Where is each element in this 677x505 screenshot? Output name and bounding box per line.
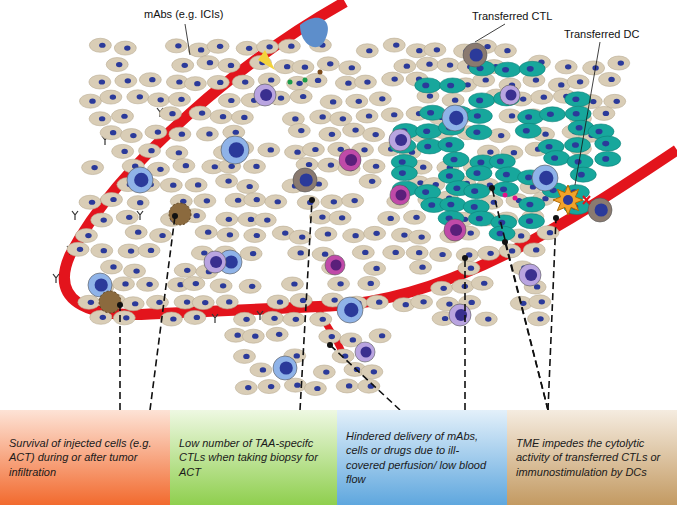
problem-box: Survival of injected cells (e.g. ACT) du…: [0, 410, 170, 505]
myeloid-cell: [449, 304, 471, 326]
treg-cell: [390, 185, 410, 205]
antibody: [212, 314, 218, 323]
dying-cell: [99, 291, 121, 313]
dendritic-nucleus: [563, 195, 573, 205]
treg-cell-nucleus: [345, 154, 357, 166]
dying-cell: [169, 203, 191, 225]
box-text: Low number of TAA-specifc CTLs when taki…: [170, 430, 337, 485]
myeloid-cell: [500, 85, 520, 105]
myeloid-cell-nucleus: [260, 89, 272, 101]
dashed-callout: [464, 258, 466, 410]
leader-line: [575, 42, 600, 185]
box-text: Survival of injected cells (e.g. ACT) du…: [0, 430, 170, 485]
box-text: Hindered delivery of mAbs, cells or drug…: [337, 423, 507, 492]
t-cell: [337, 297, 363, 323]
callout-dot: [489, 185, 495, 191]
t-cell: [221, 136, 249, 164]
dashed-callout: [330, 345, 400, 410]
ctl-cell-nucleus: [470, 48, 483, 61]
myeloid-cell-nucleus: [395, 134, 407, 146]
treg-cell: [325, 255, 345, 275]
monocyte: [300, 18, 328, 47]
tumor-cells: [67, 38, 630, 395]
dashed-callout: [300, 200, 312, 410]
treg-cell-nucleus: [396, 190, 407, 201]
callout-dot: [327, 342, 333, 348]
cytokine-dot: [303, 78, 308, 83]
treg-cell-nucleus: [331, 260, 342, 271]
myeloid-cell: [389, 129, 411, 151]
antibody: [72, 211, 78, 220]
callout-label: mAbs (e.g. ICIs): [142, 8, 225, 21]
callout-dot: [462, 255, 468, 261]
problem-box: Hindered delivery of mAbs, cells or drug…: [337, 410, 507, 505]
t-cell-nucleus: [95, 278, 108, 291]
cytokine-dot: [288, 80, 293, 85]
callout-label: Transferred CTL: [470, 10, 554, 23]
t-cell-nucleus: [280, 361, 293, 374]
callout-dot: [117, 302, 123, 308]
t-cell: [442, 105, 468, 131]
callout-dot: [502, 239, 508, 245]
ctl-cell: [293, 168, 317, 192]
blocked-mark: [583, 196, 590, 204]
treg-cell: [339, 149, 361, 171]
cancer-cells: [390, 61, 621, 241]
transferred-ctl-nucleus: [595, 203, 608, 216]
myeloid-cell: [355, 342, 375, 362]
treg-cell: [444, 219, 466, 241]
callout-dot: [172, 213, 178, 219]
ctl-cell-nucleus: [300, 173, 313, 186]
t-cell-nucleus: [539, 171, 553, 185]
t-cell-nucleus: [344, 303, 358, 317]
dashed-callout: [492, 188, 548, 410]
dashed-callout: [505, 242, 548, 410]
dashed-callout: [150, 216, 175, 410]
myeloid-cell-nucleus: [506, 90, 517, 101]
t-cell: [532, 165, 558, 191]
dashed-callout: [119, 305, 121, 410]
myeloid-cell: [254, 84, 276, 106]
myeloid-cell-nucleus: [525, 269, 537, 281]
problem-box: TME impedes the cytolytic activity of tr…: [507, 410, 677, 505]
leader-line: [185, 24, 190, 55]
antibody: [53, 274, 59, 283]
dendritic-cell: [553, 185, 583, 215]
transferred-ctl: [588, 198, 612, 222]
t-cell: [127, 167, 153, 193]
cytokine-dot: [503, 193, 508, 198]
callout-label: Transferred DC: [562, 28, 641, 41]
cytokine-dot: [513, 196, 518, 201]
t-cell-nucleus: [449, 111, 463, 125]
myeloid-cell: [204, 251, 226, 273]
t-cell-nucleus: [229, 142, 244, 157]
t-cell: [273, 356, 297, 380]
leader-line: [475, 24, 505, 42]
blood-vessel: [64, 2, 677, 315]
problem-box: Low number of TAA-specifc CTLs when taki…: [170, 410, 337, 505]
myeloid-cell: [519, 264, 541, 286]
box-text: TME impedes the cytolytic activity of tr…: [507, 430, 677, 485]
t-cell-nucleus: [225, 255, 238, 268]
myeloid-cell-nucleus: [361, 347, 372, 358]
myeloid-cell-nucleus: [210, 256, 222, 268]
cytokine-dot: [318, 70, 323, 75]
callout-dot: [309, 197, 315, 203]
ctl-cell: [463, 43, 487, 67]
treg-cell-nucleus: [450, 224, 462, 236]
t-cell-nucleus: [134, 173, 148, 187]
callout-dot: [553, 215, 559, 221]
platelet: [258, 50, 275, 70]
dashed-callout: [548, 218, 556, 410]
